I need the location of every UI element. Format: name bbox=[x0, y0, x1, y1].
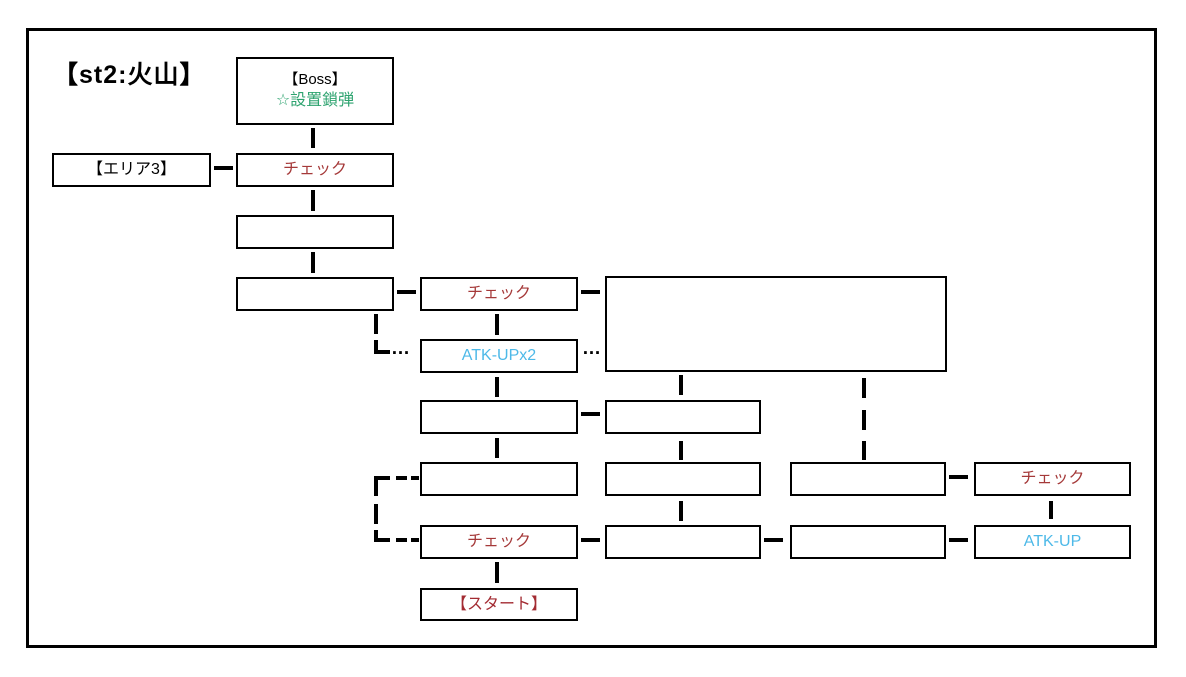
room-node-h bbox=[605, 525, 761, 559]
connector-dash bbox=[679, 441, 683, 460]
check-node-1: チェック bbox=[236, 153, 394, 187]
room-node-b bbox=[236, 277, 394, 311]
connector-dash bbox=[374, 314, 378, 334]
connector-dash bbox=[679, 501, 683, 521]
connector-dash bbox=[311, 190, 315, 211]
connector-dash bbox=[374, 530, 378, 542]
check-node-4: チェック bbox=[420, 525, 578, 559]
boss-item-label: ☆設置鎖弾 bbox=[275, 92, 355, 110]
connector-dash bbox=[949, 538, 968, 542]
connector-dash bbox=[411, 538, 419, 542]
connector-dash bbox=[1049, 501, 1053, 519]
outer-border bbox=[26, 28, 1157, 648]
connector-dash bbox=[495, 314, 499, 335]
stage-title: 【st2:火山】 bbox=[53, 61, 206, 89]
hidden-path-dots-left: … bbox=[391, 338, 410, 359]
room-node-a bbox=[236, 215, 394, 249]
big-room-node bbox=[605, 276, 947, 372]
connector-dash bbox=[862, 378, 866, 398]
connector-dash bbox=[374, 340, 378, 354]
connector-dash bbox=[374, 538, 390, 542]
boss-node: 【Boss】 ☆設置鎖弾 bbox=[236, 57, 394, 125]
room-node-c bbox=[420, 400, 578, 434]
hidden-path-dots-right: … bbox=[582, 338, 601, 359]
connector-dash bbox=[397, 290, 416, 294]
connector-dash bbox=[311, 252, 315, 273]
connector-dash bbox=[862, 441, 866, 460]
room-node-g bbox=[790, 462, 946, 496]
room-node-d bbox=[605, 400, 761, 434]
connector-dash bbox=[764, 538, 783, 542]
connector-dash bbox=[495, 438, 499, 458]
boss-label: 【Boss】 bbox=[283, 71, 347, 89]
connector-dash bbox=[396, 538, 407, 542]
atk-up-node: ATK-UP bbox=[974, 525, 1131, 559]
connector-dash bbox=[411, 476, 419, 480]
connector-dash bbox=[862, 410, 866, 430]
check-node-3: チェック bbox=[974, 462, 1131, 496]
connector-dash bbox=[495, 377, 499, 397]
connector-dash bbox=[581, 412, 600, 416]
room-node-e bbox=[420, 462, 578, 496]
connector-dash bbox=[949, 475, 968, 479]
room-node-i bbox=[790, 525, 946, 559]
connector-dash bbox=[679, 375, 683, 395]
room-node-f bbox=[605, 462, 761, 496]
connector-dash bbox=[311, 128, 315, 148]
area3-node: 【エリア3】 bbox=[52, 153, 211, 187]
connector-dash bbox=[581, 538, 600, 542]
connector-dash bbox=[374, 476, 390, 480]
start-node: 【スタート】 bbox=[420, 588, 578, 621]
connector-dash bbox=[374, 478, 378, 496]
connector-dash bbox=[374, 504, 378, 524]
connector-dash bbox=[214, 166, 233, 170]
connector-dash bbox=[581, 290, 600, 294]
connector-dash bbox=[495, 562, 499, 583]
atk-up-x2-node: ATK-UPx2 bbox=[420, 339, 578, 373]
check-node-2: チェック bbox=[420, 277, 578, 311]
connector-dash bbox=[374, 350, 390, 354]
connector-dash bbox=[396, 476, 407, 480]
